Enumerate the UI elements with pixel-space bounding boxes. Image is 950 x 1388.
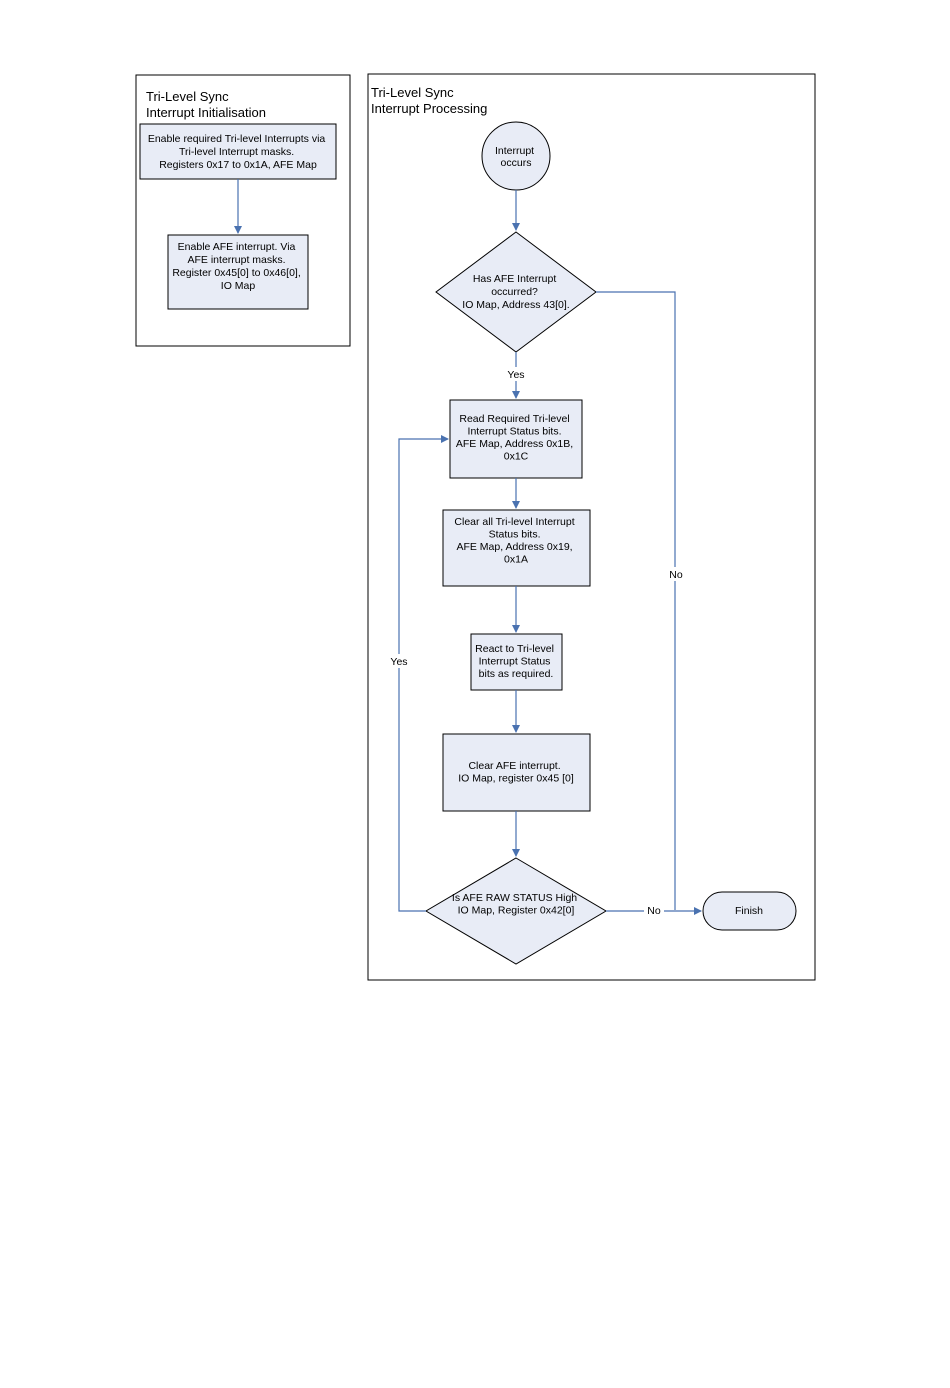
clear-status-box [442,509,591,587]
init-step2-box [167,234,309,310]
connector-decision1-no [596,291,676,910]
proc-title: Tri-Level Sync Interrupt Processing [371,85,487,116]
yes-label-loop: Yes [390,656,407,668]
connector-decision2-yes-loop [398,435,449,912]
react-text: React to Tri-level Interrupt Status bits… [475,643,557,680]
finish-node [702,891,797,931]
finish-text: Finish [735,905,763,917]
no-bottom-label-bg [644,903,664,917]
decision1-text: Has AFE Interrupt occurred? IO Map, Addr… [462,273,569,311]
yes-label-bg [504,367,528,381]
clear-afe-text: Clear AFE interrupt. IO Map, register 0x… [458,760,574,785]
proc-panel [367,73,816,981]
no-label-bottom: No [647,905,661,917]
init-step1-text: Enable required Tri-level Interrupts via… [148,133,328,171]
init-title: Tri-Level Sync Interrupt Initialisation [146,89,266,120]
read-status-box [449,399,583,479]
yes-label-down: Yes [507,369,524,381]
init-step1-box [139,123,337,180]
clear-afe-box [442,733,591,812]
react-box [470,633,563,691]
no-label-bg [666,567,686,581]
read-status-text: Read Required Tri-level Interrupt Status… [456,413,576,463]
yes-loop-label-bg [387,654,411,668]
init-step2-text: Enable AFE interrupt. Via AFE interrupt … [172,241,303,292]
start-text: Interrupt occurs [495,145,537,169]
no-label-right: No [669,569,683,581]
decision2-text: Is AFE RAW STATUS High IO Map, Register … [452,892,580,917]
decision2-node [425,857,607,965]
clear-status-text: Clear all Tri-level Interrupt Status bit… [454,516,577,566]
